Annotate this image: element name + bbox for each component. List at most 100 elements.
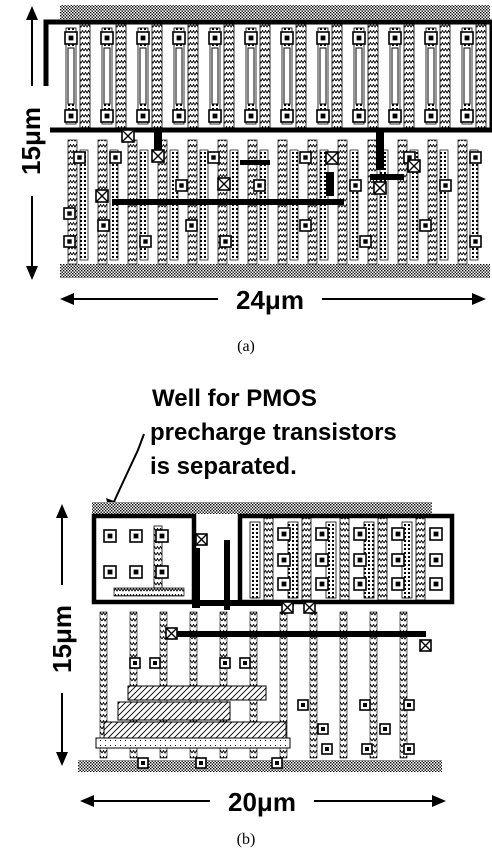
via-cross — [325, 151, 339, 165]
contact — [316, 31, 330, 45]
contact — [391, 527, 405, 541]
contact — [64, 31, 78, 45]
contact — [429, 553, 443, 567]
poly-gate — [457, 139, 468, 265]
contact-core — [428, 113, 434, 119]
contact-core — [392, 113, 398, 119]
height-label: 15μm — [16, 107, 46, 175]
via-markers — [95, 129, 421, 203]
contact — [424, 109, 438, 123]
contact-core — [141, 761, 145, 765]
contact-core — [143, 239, 148, 244]
contact-core — [68, 35, 74, 41]
contact — [460, 109, 474, 123]
arrow-right-icon — [432, 795, 446, 807]
contact-core — [281, 557, 287, 563]
contact — [239, 657, 251, 669]
contact-core — [353, 183, 358, 188]
poly-gate — [427, 139, 438, 265]
via — [373, 181, 387, 195]
metal-wire — [194, 600, 294, 606]
diffusion — [409, 149, 419, 261]
panel-b: Well for PMOS precharge transistors is s… — [44, 385, 455, 848]
poly-gate — [151, 23, 163, 129]
contact-core — [395, 557, 401, 563]
height-label: 15μm — [47, 605, 77, 673]
hatched-region — [117, 701, 231, 721]
contact-core — [319, 531, 325, 537]
via — [165, 627, 178, 640]
metal-strap — [319, 47, 327, 105]
metal-wire — [112, 199, 344, 205]
contact-core — [101, 223, 106, 228]
arrow-down-icon — [26, 266, 38, 280]
contact — [353, 553, 367, 567]
contact — [63, 207, 76, 220]
metal-strap — [427, 47, 435, 105]
contact — [103, 565, 117, 579]
poly-gate — [67, 139, 78, 265]
arrow-right-icon — [472, 293, 486, 305]
contact-core — [395, 531, 401, 537]
contact — [136, 31, 150, 45]
poly-gate — [339, 517, 350, 601]
contact — [73, 151, 86, 164]
poly-gate — [159, 611, 168, 759]
poly-gate — [249, 611, 258, 759]
hatched-region — [95, 737, 291, 749]
contact-core — [212, 35, 218, 41]
height-dimension: 15μm — [44, 504, 80, 766]
arrow-left-icon — [80, 795, 94, 807]
contact-core — [319, 557, 325, 563]
metal-wire — [224, 540, 230, 610]
hatched-region — [103, 721, 287, 739]
poly-gate — [301, 517, 312, 601]
metal-strap — [391, 47, 399, 105]
contact-core — [365, 747, 369, 751]
contact — [103, 529, 117, 543]
diffusion — [469, 149, 479, 261]
contact — [208, 31, 222, 45]
contact-core — [176, 113, 182, 119]
contact — [429, 527, 443, 541]
contact-core — [325, 747, 329, 751]
contact-core — [392, 35, 398, 41]
contact — [137, 757, 149, 769]
contact-core — [243, 661, 247, 665]
contact-core — [159, 569, 165, 575]
via — [121, 129, 135, 143]
contact — [136, 109, 150, 123]
contact-core — [257, 183, 262, 188]
poly-gate — [415, 517, 426, 601]
contact-core — [107, 569, 113, 575]
via — [419, 639, 432, 652]
poly-gate — [331, 23, 343, 129]
contact-core — [319, 581, 325, 587]
contact-core — [284, 113, 290, 119]
contact-core — [275, 761, 279, 765]
contact — [429, 577, 443, 591]
contact-core — [77, 155, 82, 160]
annotation-line-3: is separated. — [150, 453, 297, 480]
bottom-ground-rail — [78, 760, 442, 772]
contact — [63, 235, 76, 248]
contact — [139, 235, 152, 248]
main-nwell-outline — [237, 513, 455, 605]
poly-gate — [129, 611, 138, 759]
panel-b-layout — [78, 502, 455, 772]
via-cross — [151, 149, 165, 163]
metal-wire — [172, 631, 426, 637]
metal-wire — [370, 174, 404, 180]
poly-gate — [259, 23, 271, 129]
contact-core — [356, 35, 362, 41]
contact-core — [320, 113, 326, 119]
arrow-up-icon — [26, 6, 38, 20]
contact — [129, 529, 143, 543]
contact — [352, 31, 366, 45]
via-cross — [121, 129, 135, 143]
via-cross — [165, 627, 178, 640]
contact-core — [284, 35, 290, 41]
contact — [172, 109, 186, 123]
contact — [253, 179, 266, 192]
